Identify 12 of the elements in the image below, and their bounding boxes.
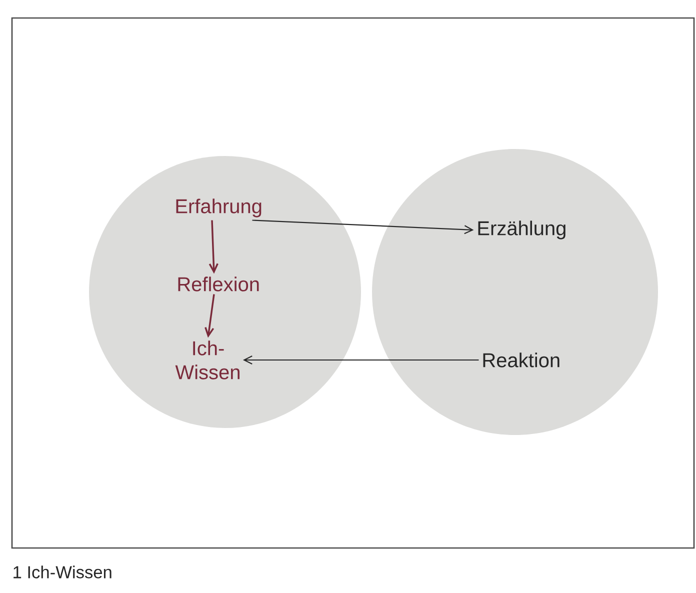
arrow	[252, 220, 474, 234]
arrow	[204, 294, 215, 338]
node-label: Erfahrung	[176, 198, 262, 218]
node-label: Ich- Wissen	[175, 340, 240, 380]
circle-shape	[372, 149, 658, 435]
node-label: Reaktion	[483, 352, 560, 368]
node-label: Erzählung	[478, 220, 566, 240]
circle-shape	[89, 156, 361, 428]
caption: 1 Ich-Wissen	[14, 566, 112, 578]
node-label: Reflexion	[178, 276, 259, 292]
arrow	[242, 356, 479, 364]
arrow	[208, 220, 218, 274]
